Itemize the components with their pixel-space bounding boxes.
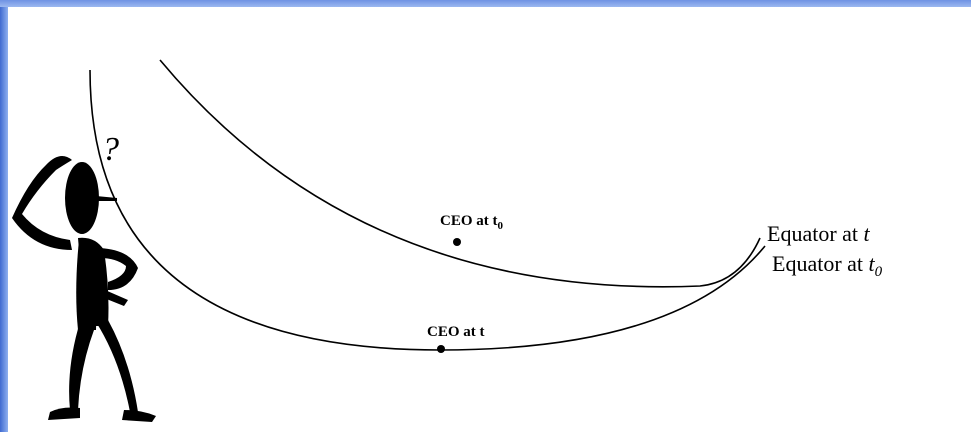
question-mark: ? bbox=[102, 131, 119, 168]
equator-t0-arc bbox=[159, 59, 761, 288]
ceo-t0-point bbox=[453, 238, 461, 246]
diagram-canvas bbox=[9, 7, 971, 432]
ceo-t0-label: CEO at t0 bbox=[440, 213, 504, 232]
equator-t-label: Equator at t bbox=[767, 221, 871, 246]
ceo-t-point bbox=[437, 345, 445, 353]
equator-t-arc bbox=[89, 69, 766, 351]
ceo-t-label: CEO at t bbox=[427, 324, 485, 340]
confused-person-figure: ? bbox=[12, 131, 156, 422]
top-accent-bar bbox=[0, 0, 971, 7]
equator-t0-label: Equator at t0 bbox=[772, 251, 883, 280]
figure-head bbox=[65, 162, 99, 234]
